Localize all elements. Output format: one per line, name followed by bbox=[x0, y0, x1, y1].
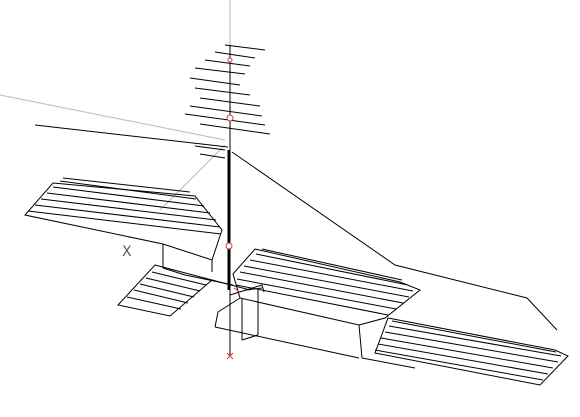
roof-panel-center[interactable] bbox=[232, 248, 421, 326]
wall-edge bbox=[214, 326, 360, 359]
panel-rib bbox=[380, 337, 554, 369]
panel-rib bbox=[243, 265, 410, 298]
panel-outline bbox=[374, 317, 569, 386]
panel-rib bbox=[151, 271, 207, 286]
antenna-element bbox=[194, 87, 251, 96]
axis-label-x: X bbox=[122, 244, 132, 260]
panel-rib bbox=[52, 186, 205, 207]
antenna-element bbox=[199, 153, 226, 159]
panel-rib bbox=[46, 192, 211, 214]
panel-rib bbox=[261, 248, 403, 281]
roof-panel-lower-left[interactable] bbox=[117, 264, 214, 317]
wall-edge bbox=[217, 297, 241, 313]
panel-rib bbox=[40, 198, 217, 221]
wall-edge bbox=[214, 311, 219, 328]
base-node-marker[interactable] bbox=[226, 352, 234, 360]
panel-rib bbox=[139, 283, 195, 298]
panel-eave bbox=[361, 357, 416, 369]
panel-rib bbox=[62, 177, 191, 193]
panel-rib bbox=[377, 343, 549, 375]
antenna-element bbox=[224, 44, 266, 51]
panel-rib bbox=[374, 349, 544, 381]
antenna-element bbox=[194, 145, 226, 151]
panel-outline bbox=[232, 248, 421, 326]
antenna-element bbox=[184, 113, 266, 126]
node-marker[interactable] bbox=[225, 242, 233, 250]
horizontal-axis-line bbox=[0, 94, 226, 141]
node-marker[interactable] bbox=[226, 114, 234, 122]
panel-support bbox=[358, 324, 363, 359]
antenna-elements[interactable] bbox=[184, 44, 271, 159]
antenna-element bbox=[214, 51, 256, 59]
antenna-element bbox=[189, 77, 241, 86]
panel-rib bbox=[133, 289, 189, 304]
roof-panel-right[interactable] bbox=[358, 317, 569, 386]
antenna-element bbox=[189, 105, 263, 117]
guy-wire-left bbox=[34, 124, 229, 148]
panel-rib bbox=[126, 296, 182, 310]
panel-rib bbox=[59, 180, 197, 200]
panel-rib bbox=[145, 277, 201, 292]
diagonal-axis-line bbox=[159, 144, 226, 211]
node-marker bbox=[233, 287, 241, 293]
world-axes bbox=[0, 0, 231, 211]
panel-support bbox=[162, 267, 186, 276]
panel-rib bbox=[239, 271, 404, 304]
panel-rib bbox=[34, 204, 221, 228]
guy-wires[interactable] bbox=[34, 124, 558, 331]
wall-edge bbox=[241, 334, 259, 341]
panel-rib bbox=[255, 253, 409, 286]
building-walls[interactable] bbox=[184, 274, 360, 359]
node-marker[interactable] bbox=[227, 57, 233, 63]
antenna-element bbox=[199, 97, 261, 107]
panel-rib bbox=[249, 259, 414, 292]
panel-rib bbox=[391, 320, 557, 353]
panel-outline bbox=[117, 264, 214, 317]
antenna-element bbox=[194, 67, 246, 75]
panel-rib bbox=[27, 210, 222, 235]
guy-wire-right bbox=[231, 151, 558, 331]
wall-edge bbox=[211, 279, 251, 291]
wall-edge bbox=[245, 287, 263, 291]
panel-rib bbox=[236, 278, 397, 310]
antenna-element bbox=[204, 59, 251, 67]
roof-panel-upper-left[interactable] bbox=[24, 177, 223, 276]
antenna-element bbox=[199, 123, 271, 135]
panel-rib bbox=[388, 325, 562, 357]
panel-rib bbox=[384, 331, 559, 363]
node-markers[interactable] bbox=[225, 57, 241, 360]
antenna-mast[interactable] bbox=[227, 45, 231, 355]
wall-edge bbox=[229, 284, 265, 296]
panel-rib bbox=[235, 284, 389, 316]
